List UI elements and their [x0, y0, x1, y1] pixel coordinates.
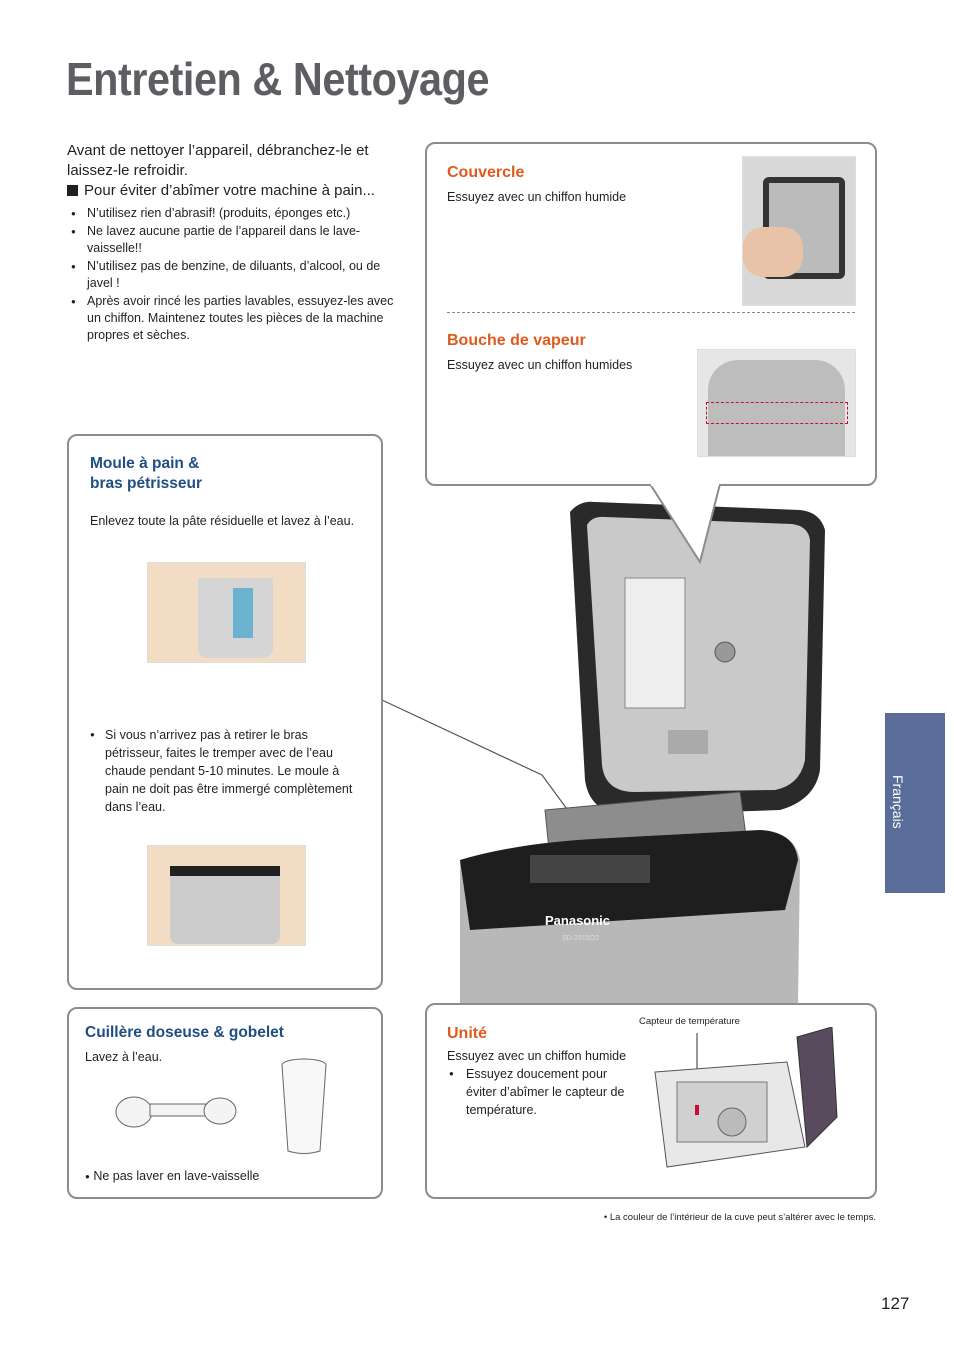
vapeur-text: Essuyez avec un chiffon humides [447, 358, 633, 372]
intro-bullet-list: N’utilisez rien d’abrasif! (produits, ép… [67, 205, 407, 344]
vapeur-title: Bouche de vapeur [447, 332, 586, 349]
list-item: Après avoir rincé les parties lavables, … [67, 293, 407, 344]
unite-title: Unité [447, 1025, 487, 1042]
cuillere-title: Cuillère doseuse & gobelet [85, 1024, 284, 1041]
bullet-icon: ● [449, 1069, 454, 1078]
lid-valve [714, 641, 736, 663]
callout-pointer [650, 484, 722, 564]
model-label: SD-2815O2 [562, 935, 599, 942]
unite-text: Essuyez avec un chiffon humide [447, 1049, 627, 1063]
moule-box: Moule à pain & bras pétrisseur Enlevez t… [67, 434, 383, 990]
page-number: 127 [881, 1294, 910, 1313]
cuillere-bullet: ● Ne pas laver en lave-vaisselle [85, 1169, 260, 1183]
bread-machine-illustration: Panasonic SD-2815O2 [381, 501, 825, 1005]
couvercle-photo [742, 156, 856, 306]
moule-bullet: ● Si vous n’arrivez pas à retirer le bra… [90, 728, 353, 814]
moule-photo [147, 562, 306, 663]
steam-vent [668, 730, 708, 754]
display-window [530, 855, 650, 883]
unit-illustration [654, 1027, 838, 1168]
bullet-icon: ● [85, 1172, 90, 1181]
intro-section: Avant de nettoyer l’appareil, débranchez… [67, 141, 407, 345]
vapeur-photo [697, 349, 856, 457]
intro-subheading: Pour éviter d’abîmer votre machine à pai… [67, 181, 407, 201]
unite-box: Unité Essuyez avec un chiffon humide ● E… [425, 1003, 877, 1199]
brand-logo: Panasonic [545, 913, 610, 928]
callout-line [381, 699, 576, 821]
couvercle-title: Couvercle [447, 164, 525, 181]
soak-photo [147, 845, 306, 946]
cuillere-text: Lavez à l’eau. [85, 1050, 163, 1064]
cuillere-box: Cuillère doseuse & gobelet Lavez à l’eau… [67, 1007, 383, 1199]
language-tab: Français [885, 713, 945, 893]
couvercle-box: Couvercle Essuyez avec un chiffon humide… [425, 142, 877, 486]
footnote: • La couleur de l’intérieur de la cuve p… [603, 1212, 876, 1223]
unite-bullet: ● Essuyez doucement pour éviter d’abîmer… [449, 1067, 625, 1117]
lid-filter [624, 577, 686, 709]
page-title: Entretien & Nettoyage [66, 53, 490, 105]
square-bullet-icon [67, 185, 78, 196]
couvercle-text: Essuyez avec un chiffon humide [447, 190, 627, 204]
intro-warning: Avant de nettoyer l’appareil, débranchez… [67, 142, 369, 179]
measuring-cup-icon [281, 1058, 327, 1154]
list-item: N’utilisez pas de benzine, de diluants, … [67, 258, 407, 292]
moule-title: Moule à pain & bras pétrisseur [90, 455, 202, 492]
measuring-spoon-icon [115, 1096, 237, 1128]
bullet-icon: ● [90, 730, 95, 739]
list-item: N’utilisez rien d’abrasif! (produits, ép… [67, 205, 407, 222]
divider [447, 312, 855, 313]
moule-text: Enlevez toute la pâte résiduelle et lave… [90, 514, 355, 528]
sensor-label: Capteur de température [639, 1016, 740, 1027]
list-item: Ne lavez aucune partie de l’appareil dan… [67, 223, 407, 257]
